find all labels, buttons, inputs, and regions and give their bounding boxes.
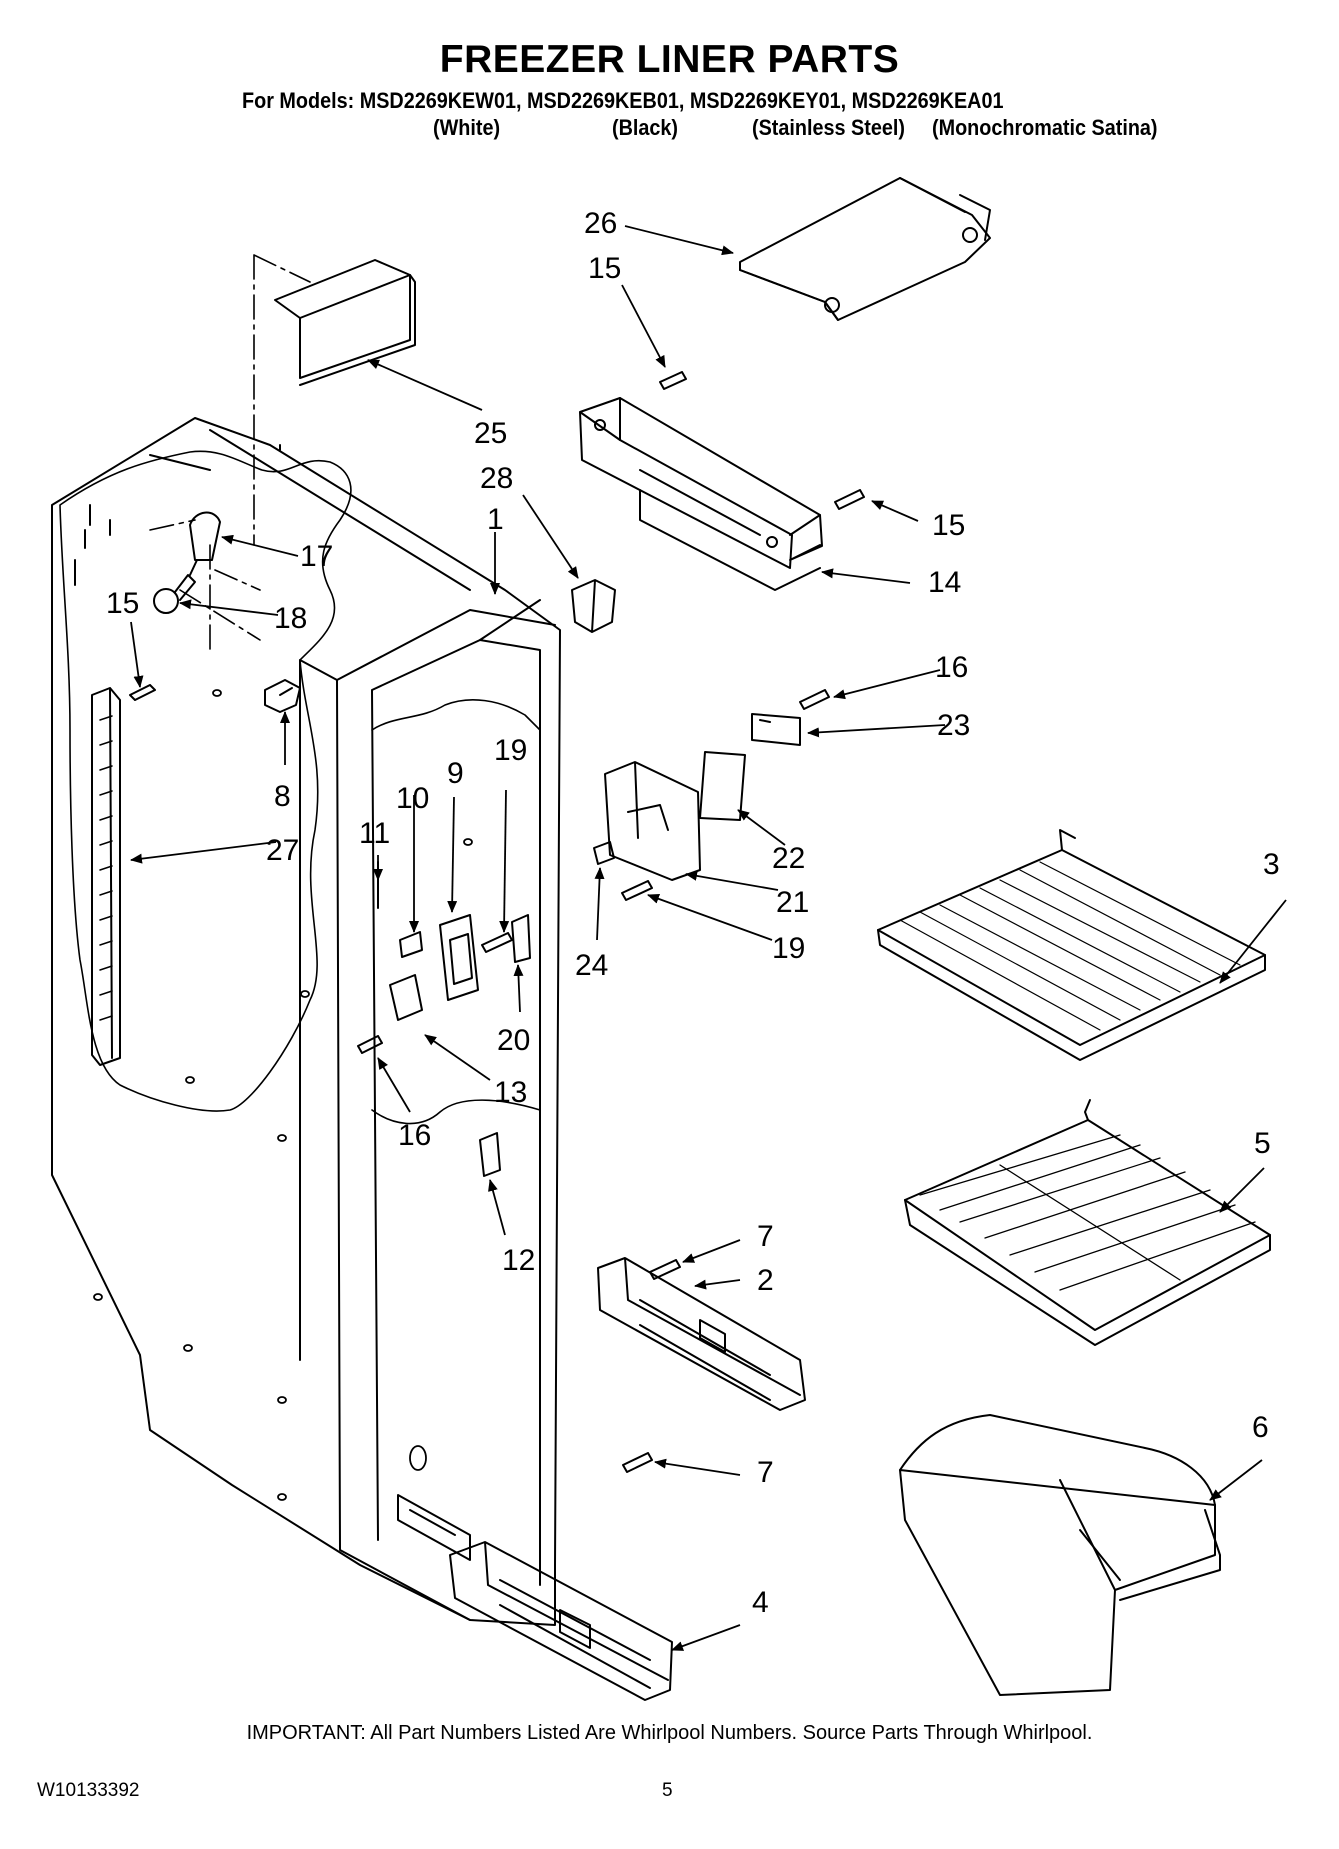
page-title: FREEZER LINER PARTS (439, 38, 900, 81)
variant-black: (Black) (612, 115, 679, 140)
part-9-dispenser (439, 914, 479, 1001)
screw-16-right (799, 689, 830, 710)
callout-9: 9 (447, 757, 464, 790)
screw-15-top (659, 371, 687, 390)
callout-7: 7 (757, 1220, 774, 1253)
part-28-clip (571, 579, 616, 633)
callout-12: 12 (502, 1244, 535, 1277)
callout-23: 23 (937, 709, 970, 742)
part-8-clip (264, 679, 301, 713)
callout-15: 15 (588, 252, 621, 285)
part-21-damper (604, 761, 701, 881)
callout-27: 27 (266, 834, 299, 867)
callout-14: 14 (928, 566, 961, 599)
page-number: 5 (662, 1780, 673, 1801)
callout-15: 15 (932, 509, 965, 542)
callout-19: 19 (772, 932, 805, 965)
callout-19: 19 (494, 734, 527, 767)
callout-1: 1 (487, 503, 504, 536)
callout-5: 5 (1254, 1127, 1271, 1160)
part-23-board (751, 713, 801, 746)
part-18-bulb (153, 574, 196, 614)
screw-15-right (834, 489, 865, 510)
callout-26: 26 (584, 207, 617, 240)
callout-22: 22 (772, 842, 805, 875)
callout-2: 2 (757, 1264, 774, 1297)
part-17-socket (74, 504, 221, 586)
part-14-housing (579, 397, 823, 591)
callout-4: 4 (752, 1586, 769, 1619)
callout-20: 20 (497, 1024, 530, 1057)
variant-white: (White) (433, 115, 501, 140)
callout-17: 17 (300, 540, 333, 573)
part-25-cover (274, 259, 416, 386)
callout-18: 18 (274, 602, 307, 635)
part-27-ladder (91, 687, 121, 1066)
callout-21: 21 (776, 886, 809, 919)
callout-16: 16 (398, 1119, 431, 1152)
callout-28: 28 (480, 462, 513, 495)
screw-19-top (481, 932, 513, 953)
part-12-switch (479, 1132, 501, 1177)
callout-8: 8 (274, 780, 291, 813)
callout-25: 25 (474, 417, 507, 450)
callout-16: 16 (935, 651, 968, 684)
freezer-liner (51, 417, 561, 1626)
callout-10: 10 (396, 782, 429, 815)
part-4-rail (449, 1541, 673, 1701)
variant-stainless: (Stainless Steel) (752, 115, 905, 140)
part-24-knob (593, 841, 615, 865)
leader-arrows (130, 225, 1287, 1651)
part-3-shelf (877, 829, 1266, 1061)
part-26-bracket (739, 177, 991, 321)
callout-11: 11 (359, 817, 390, 850)
screw-7-bottom (622, 1452, 653, 1473)
part-10-switch (399, 931, 423, 958)
guide-lines (149, 254, 311, 656)
callout-7: 7 (757, 1456, 774, 1489)
screw-7-top (649, 1259, 681, 1280)
callout-6: 6 (1252, 1411, 1269, 1444)
document-id: W10133392 (37, 1780, 140, 1801)
callout-15: 15 (106, 587, 139, 620)
callout-3: 3 (1263, 848, 1280, 881)
screw-16-left (357, 1035, 383, 1054)
variant-satina: (Monochromatic Satina) (932, 115, 1158, 140)
screw-19-mid (621, 880, 653, 901)
part-5-wire-shelf (904, 1099, 1271, 1346)
screw-15-left (129, 684, 156, 701)
important-notice: IMPORTANT: All Part Numbers Listed Are W… (246, 1722, 1093, 1744)
part-6-bin (899, 1414, 1221, 1696)
callout-24: 24 (575, 949, 608, 982)
part-2-rail (597, 1257, 806, 1411)
models-line: For Models: MSD2269KEW01, MSD2269KEB01, … (242, 88, 1004, 113)
callout-labels: 26 15 25 28 1 15 14 17 18 15 16 23 8 27 … (106, 207, 1280, 1619)
part-20-bracket (511, 914, 531, 963)
callout-13: 13 (494, 1076, 527, 1109)
part-13-plate (389, 974, 423, 1021)
